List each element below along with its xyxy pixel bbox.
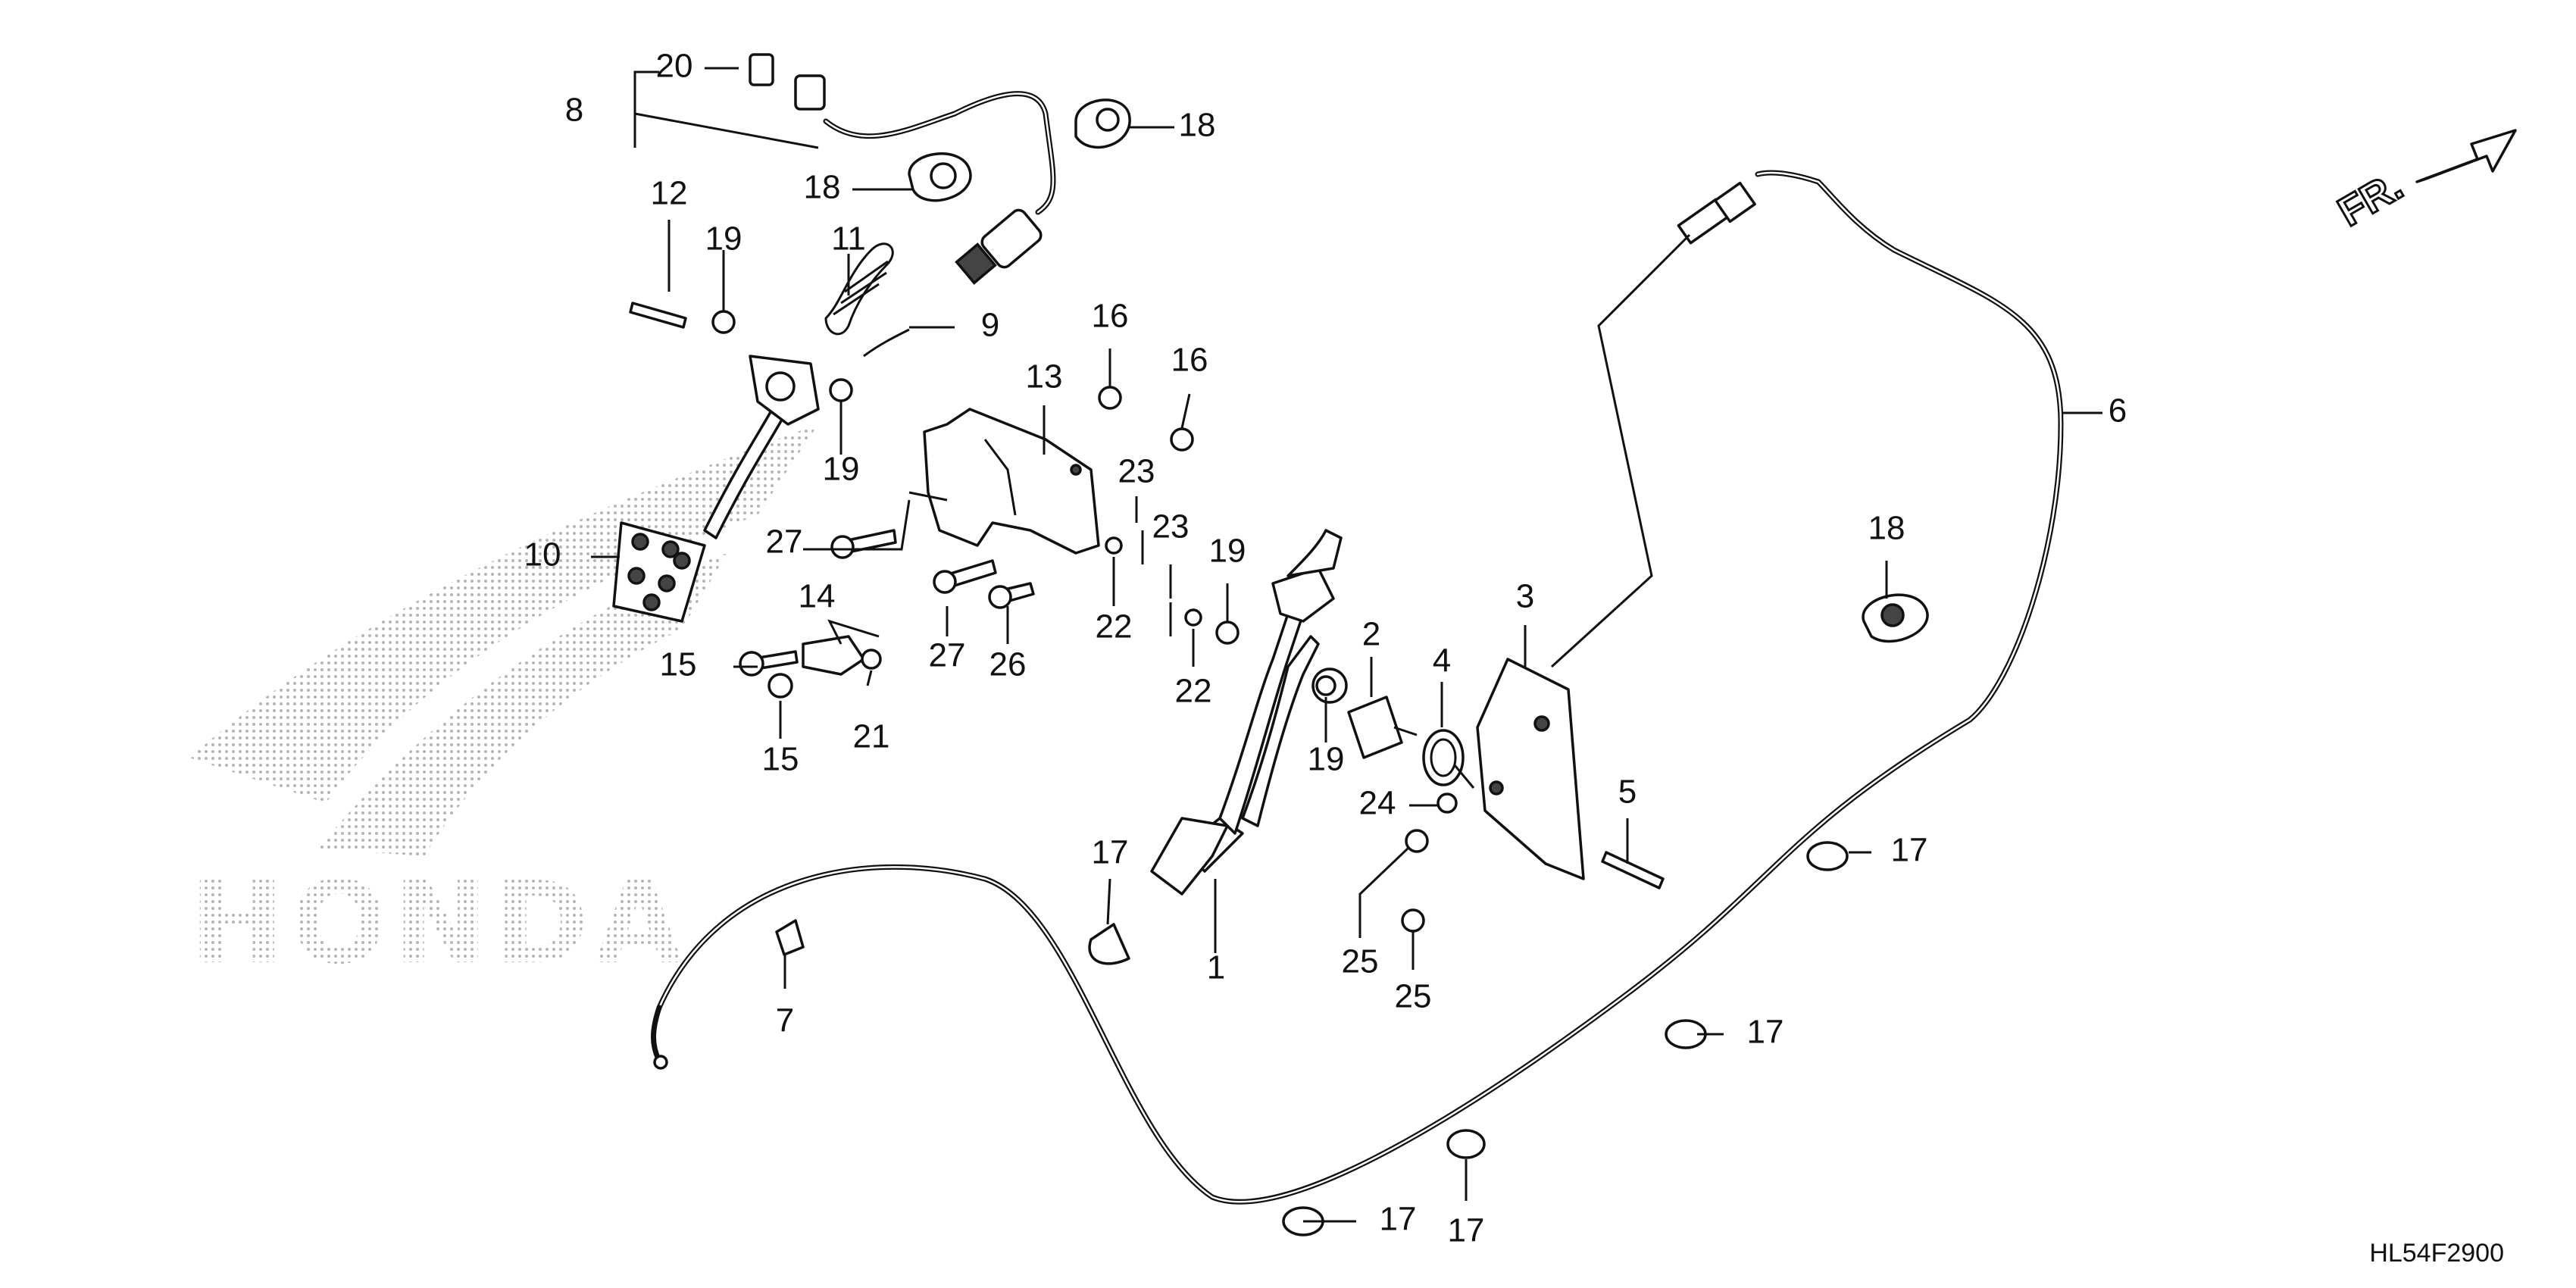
callout-17e: 17	[1891, 832, 1928, 869]
callout-22b: 22	[1175, 673, 1212, 710]
callout-17a: 17	[1092, 834, 1129, 871]
washer-part-19-a	[711, 310, 736, 334]
callout-14: 14	[799, 578, 836, 615]
callout-1: 1	[1207, 949, 1225, 986]
brake-pedal-part-10	[612, 355, 820, 623]
callout-19d: 19	[1308, 741, 1345, 778]
spring-part-9	[863, 328, 910, 358]
throttle-cable-part-6	[651, 170, 2064, 1205]
callout-11: 11	[831, 220, 866, 258]
callout-12: 12	[651, 175, 688, 212]
torsion-spring-part-4	[1393, 726, 1475, 789]
callout-17c: 17	[1448, 1212, 1485, 1249]
washers-nuts-bolts	[711, 310, 1458, 956]
callout-5: 5	[1618, 774, 1637, 811]
front-direction-arrow: FR.	[2330, 129, 2517, 236]
nut-part-21	[861, 649, 882, 670]
callout-18a: 18	[1179, 107, 1216, 144]
washer-part-22-a	[1105, 536, 1123, 555]
callout-labels: 1 2 3 4 5 6 7 8 9 10 11 12 13 14 15 15 1…	[524, 48, 2127, 1249]
callout-15a: 15	[660, 646, 697, 683]
callout-17d: 17	[1747, 1014, 1784, 1051]
honda-watermark-text: HONDA	[189, 858, 689, 989]
nut-part-16-b	[1170, 427, 1194, 452]
return-spring-part-11	[824, 242, 894, 336]
callout-2: 2	[1362, 616, 1380, 653]
callout-19c: 19	[1209, 533, 1246, 570]
callout-27b: 27	[929, 637, 966, 674]
callout-20: 20	[656, 48, 693, 85]
front-direction-label: FR.	[2331, 163, 2410, 235]
leader-lines	[591, 67, 2102, 1223]
callout-17b: 17	[1380, 1201, 1417, 1238]
callout-8: 8	[565, 92, 583, 129]
bolt-part-25-a	[1405, 829, 1429, 853]
clip-part-7	[775, 919, 805, 956]
pin-part-5	[1601, 851, 1665, 889]
callout-3: 3	[1516, 578, 1534, 615]
callout-7: 7	[776, 1002, 794, 1039]
callout-25b: 25	[1395, 978, 1432, 1015]
callout-24: 24	[1359, 785, 1396, 822]
clamp-part-18-b	[908, 152, 972, 202]
callout-18b: 18	[804, 169, 841, 206]
bracket-part-13	[923, 408, 1100, 555]
diagram-code: HL54F2900	[2369, 1239, 2504, 1268]
plate-part-14	[802, 635, 865, 676]
callout-23b: 23	[1152, 508, 1190, 546]
callout-26: 26	[989, 646, 1027, 683]
callout-19a: 19	[705, 220, 742, 258]
collar-part-2	[1347, 696, 1403, 759]
callout-4: 4	[1433, 642, 1451, 680]
washer-part-19-d	[1315, 675, 1336, 696]
wire-harness-part-8	[794, 74, 1056, 285]
callout-6: 6	[2109, 392, 2127, 430]
bolt-part-25-b	[1401, 908, 1425, 933]
mount-plate-part-3	[1476, 658, 1585, 880]
callout-23a: 23	[1118, 453, 1155, 490]
pin-part-12	[629, 302, 687, 329]
callout-27a: 27	[766, 524, 803, 561]
callout-25a: 25	[1342, 943, 1379, 980]
callout-18c: 18	[1868, 510, 1905, 547]
washer-part-19-b	[829, 378, 853, 402]
callout-13: 13	[1026, 358, 1063, 395]
accelerator-pedal-part-1	[1150, 529, 1348, 896]
washer-part-19-c	[1215, 621, 1240, 645]
bolt-part-15-b	[767, 673, 793, 699]
callout-9: 9	[981, 307, 999, 344]
washer-part-22-b	[1184, 608, 1202, 627]
callout-10: 10	[524, 536, 561, 574]
clip-part-20	[749, 53, 774, 86]
clamp-part-18-a	[1074, 98, 1131, 149]
honda-watermark: HONDA	[189, 424, 818, 989]
clamp-part-18-c	[1862, 593, 1929, 643]
callout-21: 21	[853, 718, 890, 755]
callout-16b: 16	[1171, 342, 1208, 379]
bolt-part-24	[1436, 792, 1458, 814]
callout-15b: 15	[762, 741, 799, 778]
nut-part-16-a	[1098, 386, 1122, 410]
callout-16a: 16	[1092, 298, 1129, 335]
callout-19b: 19	[823, 451, 860, 488]
callout-22a: 22	[1096, 608, 1133, 646]
